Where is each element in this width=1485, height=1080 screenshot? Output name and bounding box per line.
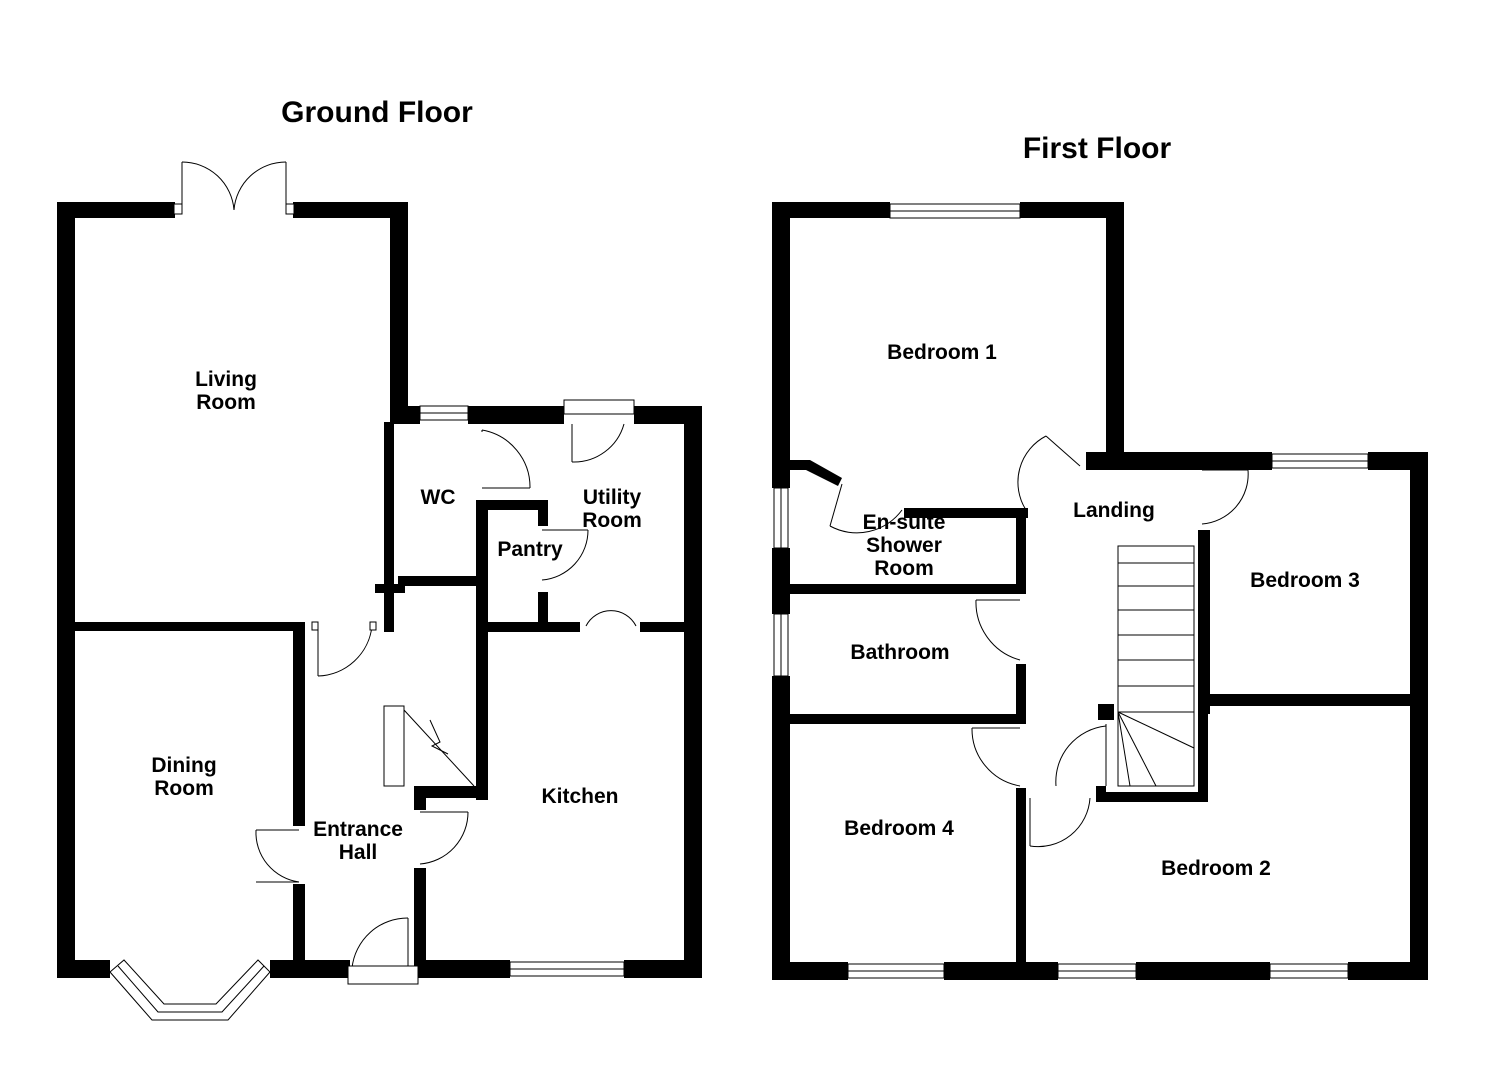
first-inner-walls xyxy=(790,460,1428,970)
living-room-label-2: Room xyxy=(196,391,256,414)
wc-label: WC xyxy=(421,486,456,509)
ground-doors xyxy=(173,161,637,985)
bedroom3-label: Bedroom 3 xyxy=(1250,569,1360,592)
bedroom2-label: Bedroom 2 xyxy=(1161,857,1271,880)
first-stairs xyxy=(1117,545,1195,787)
landing-label: Landing xyxy=(1073,499,1155,522)
ground-stairs xyxy=(383,705,475,787)
ground-floor: Ground Floor xyxy=(57,96,702,1021)
ensuite-label-3: Room xyxy=(874,557,934,580)
bay-window xyxy=(109,959,271,1021)
entrance-hall-label: Entrance xyxy=(313,818,403,841)
utility-room-label-2: Room xyxy=(582,509,642,532)
bedroom4-label: Bedroom 4 xyxy=(844,817,954,840)
ground-windows xyxy=(109,405,625,1021)
ensuite-label-2: Shower xyxy=(866,534,942,557)
first-doors xyxy=(829,435,1249,848)
dining-room-label-2: Room xyxy=(154,777,214,800)
first-windows xyxy=(773,203,1369,979)
bedroom1-label: Bedroom 1 xyxy=(887,341,997,364)
utility-room-label: Utility xyxy=(583,486,642,509)
bathroom-label: Bathroom xyxy=(850,641,949,664)
entrance-hall-label-2: Hall xyxy=(339,841,378,864)
dining-room-label: Dining xyxy=(151,754,216,777)
ground-floor-title: Ground Floor xyxy=(281,96,473,129)
kitchen-label: Kitchen xyxy=(541,785,618,808)
first-floor-title: First Floor xyxy=(1023,132,1172,165)
living-room-label: Living xyxy=(195,368,257,391)
ensuite-label: En-suite xyxy=(863,511,946,534)
pantry-label: Pantry xyxy=(497,538,563,561)
first-floor: First Floor xyxy=(770,132,1428,982)
